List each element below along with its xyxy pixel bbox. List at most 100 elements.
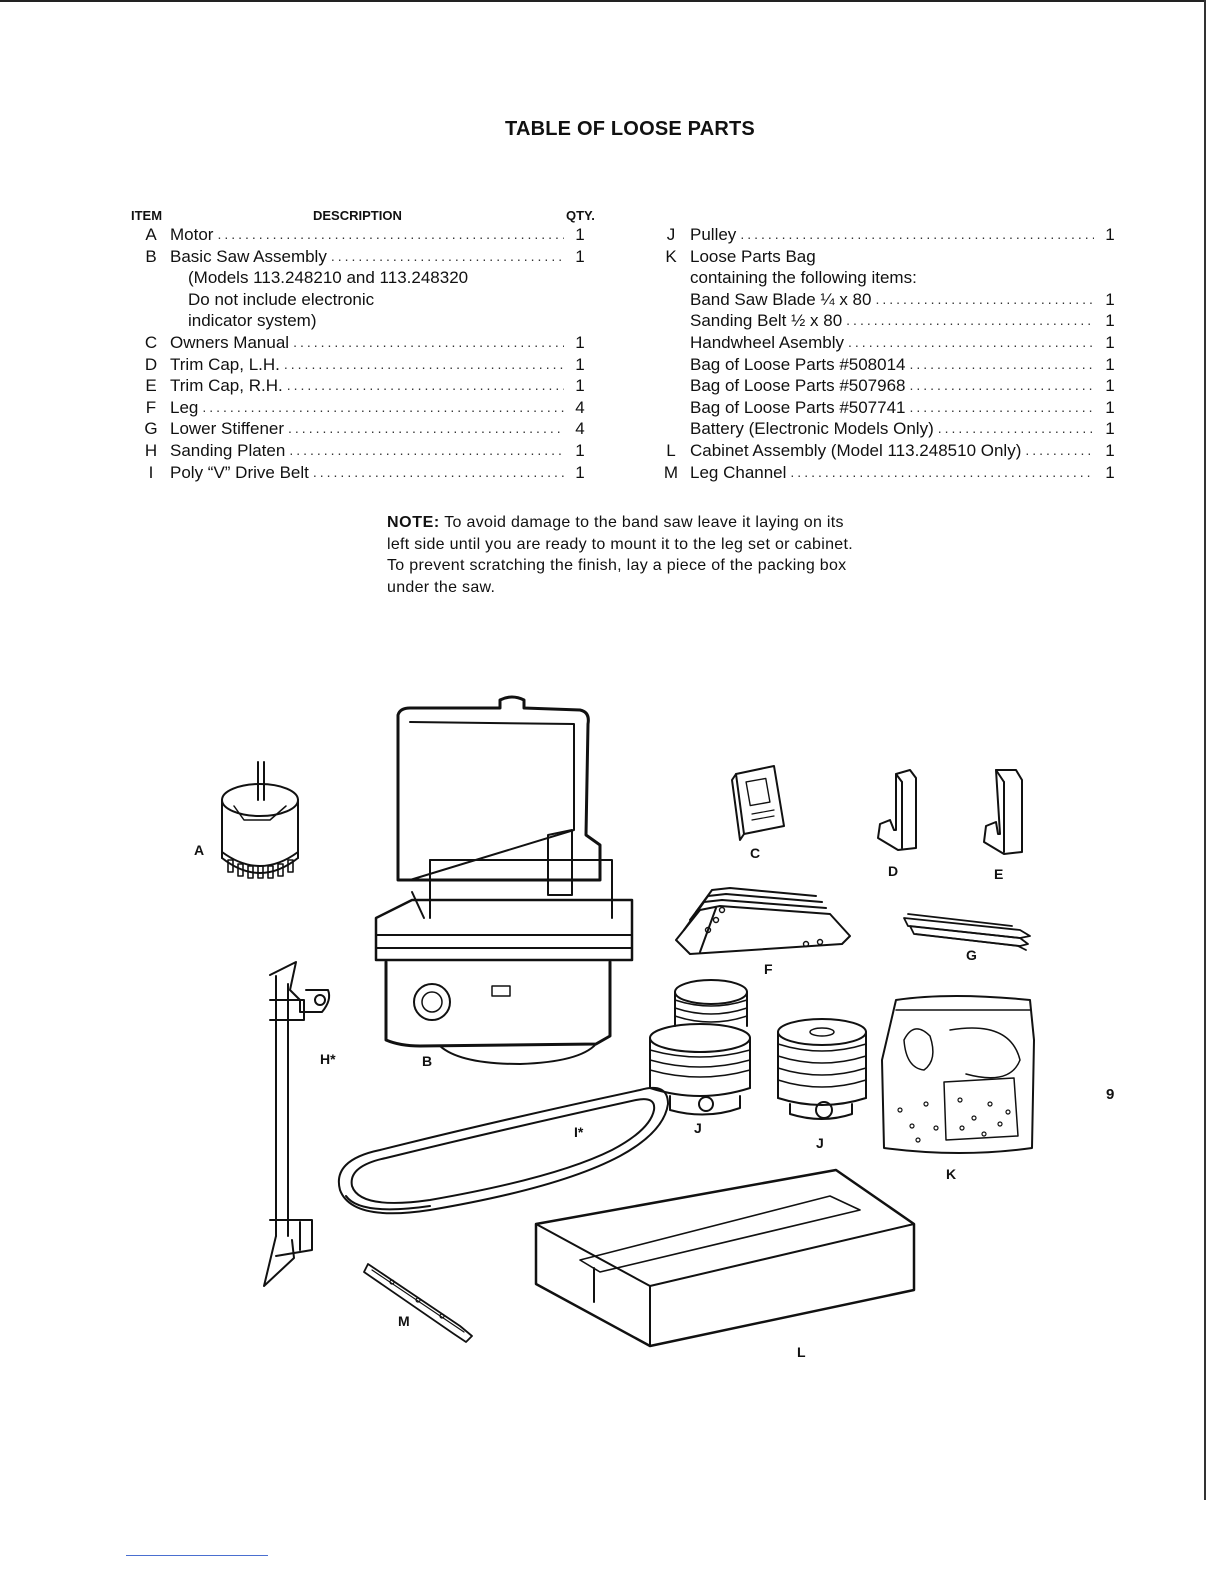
figure-label-d: D bbox=[888, 863, 898, 879]
part-letter: J bbox=[666, 225, 676, 244]
part-description-wrap: Bag of Loose Parts #508014..............… bbox=[690, 354, 1094, 376]
part-qty: 4 bbox=[575, 419, 585, 439]
part-description: Bag of Loose Parts #508014 bbox=[690, 354, 906, 374]
part-qty: 1 bbox=[575, 225, 585, 244]
dot-leader: ........................................… bbox=[293, 333, 564, 350]
part-description: Do not include electronic bbox=[188, 289, 375, 309]
trim-cap-rh-drawing bbox=[983, 769, 1023, 855]
figure-label-k: K bbox=[946, 1166, 956, 1182]
part-description: Battery (Electronic Models Only) bbox=[690, 419, 934, 439]
legs-drawing bbox=[675, 887, 851, 955]
figure-label-i: I* bbox=[574, 1124, 584, 1140]
part-row: F Leg....................................… bbox=[140, 397, 590, 419]
pulley-small-drawing bbox=[777, 1018, 867, 1120]
dot-leader: ........................................… bbox=[937, 420, 1094, 437]
drive-belt-drawing bbox=[337, 1086, 669, 1215]
dot-leader: ........................................… bbox=[909, 398, 1095, 415]
part-description-wrap: Owners Manual...........................… bbox=[170, 332, 564, 354]
page-bottom-rule bbox=[126, 1555, 268, 1556]
part-description-wrap: Sanding Platen..........................… bbox=[170, 440, 564, 462]
part-row: C Owners Manual..........................… bbox=[140, 332, 590, 354]
part-qty: 1 bbox=[1105, 419, 1115, 439]
part-row: H Sanding Platen.........................… bbox=[140, 440, 590, 462]
part-row: Bag of Loose Parts #507741..............… bbox=[660, 397, 1120, 419]
figure-label-b: B bbox=[422, 1053, 432, 1069]
dot-leader: ........................................… bbox=[283, 355, 564, 372]
part-description: indicator system) bbox=[188, 311, 317, 331]
part-description-wrap: Basic Saw Assembly......................… bbox=[170, 246, 564, 268]
part-description: Bag of Loose Parts #507968 bbox=[690, 376, 906, 396]
part-description-wrap: Trim Cap, L.H...........................… bbox=[170, 354, 564, 376]
part-description-wrap: Motor...................................… bbox=[170, 224, 564, 246]
part-description: Basic Saw Assembly bbox=[170, 246, 327, 266]
part-description-wrap: (Models 113.248210 and 113.248320 bbox=[188, 267, 564, 289]
part-description-wrap: Handwheel Asembly.......................… bbox=[690, 332, 1094, 354]
part-description: Sanding Platen bbox=[170, 440, 286, 460]
part-letter: I bbox=[148, 462, 154, 482]
figure-label-j-small: J bbox=[816, 1135, 824, 1151]
part-row: E Trim Cap, R.H..........................… bbox=[140, 375, 590, 397]
part-qty: 1 bbox=[575, 440, 585, 460]
part-qty: 1 bbox=[575, 354, 585, 374]
part-description: Leg Channel bbox=[690, 462, 787, 482]
part-description-wrap: Trim Cap, R.H...........................… bbox=[170, 375, 564, 397]
saw-assembly-drawing bbox=[374, 695, 634, 1065]
figure-label-g: G bbox=[966, 947, 977, 963]
part-qty: 1 bbox=[1105, 397, 1115, 417]
part-qty: 1 bbox=[1105, 376, 1115, 396]
part-description-wrap: Do not include electronic bbox=[188, 289, 564, 311]
page-top-edge bbox=[0, 0, 1204, 2]
dot-leader: ........................................… bbox=[288, 420, 564, 437]
part-row: containing the following items: bbox=[660, 267, 1120, 289]
part-description-wrap: Bag of Loose Parts #507741..............… bbox=[690, 397, 1094, 419]
page-title: TABLE OF LOOSE PARTS bbox=[505, 118, 755, 140]
dot-leader: ........................................… bbox=[1025, 441, 1094, 458]
note-text: To avoid damage to the band saw leave it… bbox=[387, 514, 853, 596]
figure-label-j-large: J bbox=[694, 1120, 702, 1136]
dot-leader: ........................................… bbox=[286, 377, 564, 394]
part-row: Bag of Loose Parts #507968..............… bbox=[660, 375, 1120, 397]
cabinet-box-drawing bbox=[534, 1168, 916, 1348]
part-qty: 1 bbox=[1105, 440, 1115, 460]
dot-leader: ........................................… bbox=[909, 355, 1095, 372]
part-description: Motor bbox=[170, 225, 214, 244]
part-letter: F bbox=[145, 397, 157, 417]
part-row: indicator system) bbox=[140, 310, 590, 332]
pulley-large-drawing bbox=[649, 979, 751, 1116]
part-qty: 1 bbox=[1105, 225, 1115, 244]
part-row: I Poly “V” Drive Belt....................… bbox=[140, 462, 590, 484]
dot-leader: ........................................… bbox=[217, 226, 564, 242]
part-qty: 1 bbox=[575, 462, 585, 482]
part-letter: D bbox=[144, 354, 158, 374]
part-letter: E bbox=[145, 376, 157, 396]
part-description: Band Saw Blade ¼ x 80 bbox=[690, 289, 872, 309]
figure-label-m: M bbox=[398, 1313, 410, 1329]
part-qty: 1 bbox=[1105, 332, 1115, 352]
part-letter: M bbox=[663, 462, 679, 482]
part-description-wrap: Bag of Loose Parts #507968..............… bbox=[690, 375, 1094, 397]
part-letter: C bbox=[144, 332, 158, 352]
part-description-wrap: Leg.....................................… bbox=[170, 397, 564, 419]
dot-leader: ........................................… bbox=[202, 398, 564, 415]
part-row: Handwheel Asembly.......................… bbox=[660, 332, 1120, 354]
part-letter: H bbox=[144, 440, 158, 460]
part-qty: 1 bbox=[575, 376, 585, 396]
lower-stiffeners-drawing bbox=[903, 913, 1031, 951]
part-letter: L bbox=[666, 440, 676, 460]
part-description-wrap: Poly “V” Drive Belt.....................… bbox=[170, 462, 564, 484]
part-qty: 1 bbox=[1105, 354, 1115, 374]
part-row: (Models 113.248210 and 113.248320 bbox=[140, 267, 590, 289]
page-number: 9 bbox=[1106, 1086, 1115, 1103]
dot-leader: ........................................… bbox=[289, 441, 564, 458]
part-qty: 1 bbox=[575, 332, 585, 352]
part-qty: 1 bbox=[1105, 311, 1115, 331]
